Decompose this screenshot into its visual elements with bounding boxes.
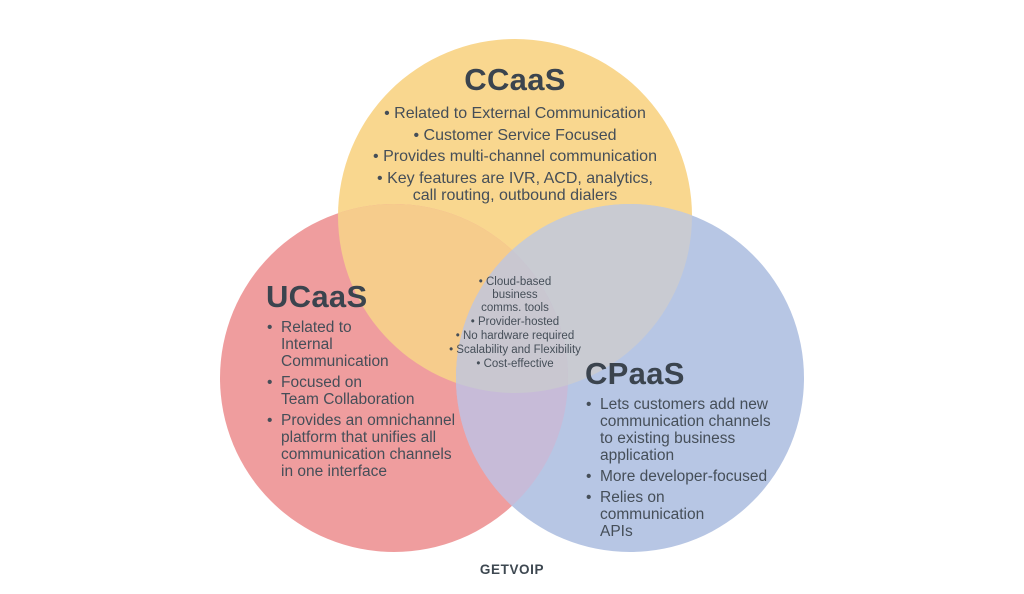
shared-bullet: Scalability and Flexibility (430, 344, 600, 357)
cpaas-bullet: Relies on communication APIs (585, 489, 803, 540)
ccaas-bullet: Customer Service Focused (312, 127, 718, 145)
ccaas-title: CCaaS (464, 62, 566, 97)
ucaas-section: UCaaS Related to Internal Communication … (266, 279, 458, 484)
shared-bullet: Cost-effective (430, 358, 600, 371)
cpaas-title: CPaaS (585, 356, 685, 391)
footer: GETVOIP (0, 561, 1024, 579)
ucaas-title: UCaaS (266, 279, 368, 314)
getvoip-logo: GETVOIP (479, 562, 545, 577)
cpaas-section: CPaaS Lets customers add new communicati… (585, 356, 803, 544)
ccaas-bullet: Related to External Communication (312, 105, 718, 123)
shared-bullet: Provider-hosted (430, 316, 600, 329)
ccaas-section: CCaaS Related to External Communication … (312, 62, 718, 209)
cpaas-bullet: Lets customers add new communication cha… (585, 396, 803, 464)
ccaas-bullet-list: Related to External Communication Custom… (312, 105, 718, 205)
cpaas-bullet: More developer-focused (585, 468, 803, 485)
ccaas-bullet: Key features are IVR, ACD, analytics, ca… (312, 170, 718, 205)
shared-bullet-list: Cloud-based business comms. tools Provid… (430, 276, 600, 371)
shared-bullet: No hardware required (430, 330, 600, 343)
ucaas-bullet: Related to Internal Communication (266, 319, 458, 370)
ucaas-bullet: Provides an omnichannel platform that un… (266, 412, 458, 480)
shared-bullet: Cloud-based business comms. tools (430, 276, 600, 315)
ucaas-bullet: Focused on Team Collaboration (266, 374, 458, 408)
cpaas-bullet-list: Lets customers add new communication cha… (585, 396, 803, 540)
ccaas-bullet: Provides multi-channel communication (312, 148, 718, 166)
shared-section: Cloud-based business comms. tools Provid… (430, 276, 600, 372)
ucaas-bullet-list: Related to Internal Communication Focuse… (266, 319, 458, 480)
